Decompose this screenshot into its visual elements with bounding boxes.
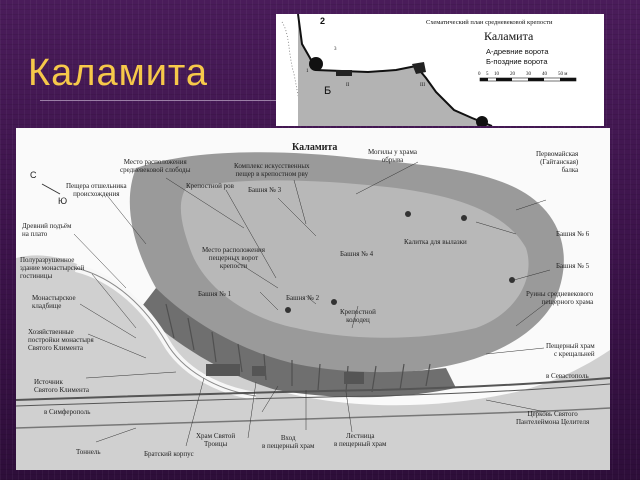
plan-name: Каламита xyxy=(484,29,534,43)
map-title: Каламита xyxy=(292,142,337,153)
plan-roman-2: II xyxy=(346,83,350,88)
compass-north: С xyxy=(30,170,37,180)
plan-marker-2: 2 xyxy=(320,16,325,26)
plan-marker-1: 1 xyxy=(306,69,309,74)
compass-south: Ю xyxy=(58,196,67,206)
label-gate-exit: Калитка для вылазки xyxy=(404,238,467,246)
label-brother-building: Братский корпус xyxy=(144,450,194,458)
leader-lines xyxy=(73,161,551,447)
plan-scale-tick: 0 xyxy=(478,72,481,77)
map-drawing: С Ю Каламита xyxy=(16,142,610,470)
slide-title: Каламита xyxy=(28,52,209,94)
plan-scale-tick: 20 xyxy=(510,72,516,77)
plan-scale-tick: 10 xyxy=(494,72,500,77)
plan-heading: Схематический план средневековой крепост… xyxy=(426,19,553,26)
label-tower3: Башня № 3 xyxy=(248,186,282,194)
plan-scale-bar xyxy=(479,77,577,82)
plan-legend-a: А-древние ворота xyxy=(486,47,549,56)
label-tower2: Башня № 2 xyxy=(286,294,320,302)
plan-scale-tick: 5 xyxy=(486,72,489,77)
plan-marker-3: 3 xyxy=(334,47,337,52)
compass xyxy=(41,183,61,195)
label-fortress-ditch: Крепостной ров xyxy=(186,182,234,190)
plan-scale-tick: 50 м xyxy=(558,72,568,77)
plan-drawing: 2 3 1 Б II III Схематический план средне… xyxy=(281,14,577,126)
label-tower1: Башня № 1 xyxy=(198,290,232,298)
fortress-plan: 2 3 1 Б II III Схематический план средне… xyxy=(276,14,604,126)
plan-roman-3: III xyxy=(420,83,425,88)
plan-label-b: Б xyxy=(324,85,331,97)
title-underline xyxy=(40,100,276,101)
plan-scale-tick: 30 xyxy=(526,72,532,77)
plan-scale-tick: 40 xyxy=(542,72,548,77)
label-to-sevastopol: в Севастополь xyxy=(546,372,589,380)
label-tower5: Башня № 5 xyxy=(556,262,590,270)
label-pervomaiskaya: Первомайская(Гайтанская)балка xyxy=(536,150,579,174)
label-to-simferopol: в Симферополь xyxy=(44,408,91,416)
label-tower4: Башня № 4 xyxy=(340,250,374,258)
label-tower6: Башня № 6 xyxy=(556,230,590,238)
label-tunnel: Тоннель xyxy=(76,448,101,456)
plan-legend-b: Б-поздние ворота xyxy=(486,57,548,66)
